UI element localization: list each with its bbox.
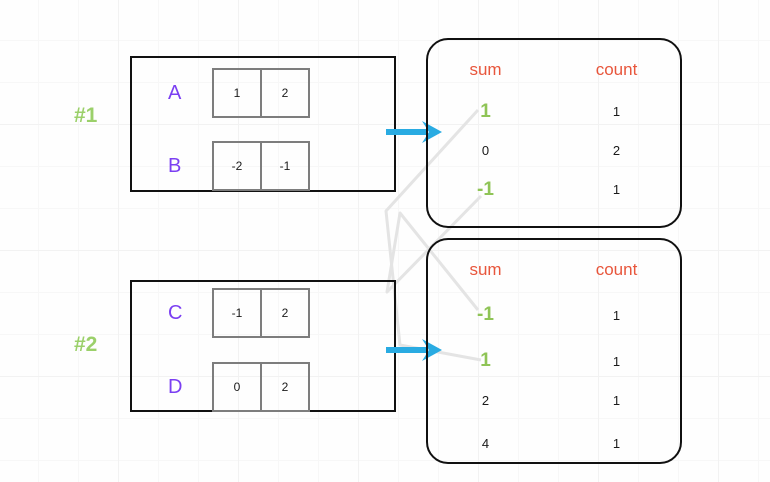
count-value-2-0: 1 (612, 307, 621, 323)
row-letter-a: A (168, 81, 182, 104)
count-value-2-1: 1 (612, 353, 621, 369)
table-row: 0 2 (428, 131, 680, 170)
result-table-2: sum count -1 1 1 1 2 1 (426, 238, 682, 464)
input-row-c: C -1 2 (168, 288, 310, 338)
cell-c-0: -1 (212, 288, 262, 338)
row-cells-b: -2 -1 (212, 141, 310, 191)
result-table-1-rows: 1 1 0 2 -1 1 (428, 89, 680, 212)
sum-text: 1 (480, 350, 491, 371)
sum-text: -1 (477, 304, 494, 325)
sum-value-1-2: -1 (422, 167, 549, 212)
result-table-1: sum count 1 1 0 2 -1 1 (426, 38, 682, 228)
cell-b-1: -1 (260, 141, 310, 191)
cell-d-1: 2 (260, 362, 310, 412)
input-row-d: D 0 2 (168, 362, 310, 412)
table-row: -1 1 (428, 290, 680, 340)
sum-value-2-2: 2 (481, 392, 490, 408)
input-row-b: B -2 -1 (168, 141, 310, 191)
cell-c-1: 2 (260, 288, 310, 338)
row-cells-a: 1 2 (212, 68, 310, 118)
row-letter-c: C (168, 301, 183, 324)
sum-value-2-0: -1 (422, 293, 549, 337)
cell-b-0: -2 (212, 141, 262, 191)
column-header-count-2: count (595, 260, 638, 279)
sum-value-1-0: 1 (422, 89, 549, 134)
group-label-2: #2 (74, 333, 98, 356)
count-value-1-0: 1 (612, 104, 621, 119)
row-cells-c: -1 2 (212, 288, 310, 338)
cell-d-0: 0 (212, 362, 262, 412)
sum-value-2-1: 1 (422, 339, 549, 383)
result-table-2-rows: -1 1 1 1 2 1 4 1 (428, 290, 680, 468)
row-cells-d: 0 2 (212, 362, 310, 412)
input-group-box-1 (130, 56, 396, 192)
row-letter-d: D (168, 375, 183, 398)
cell-a-0: 1 (212, 68, 262, 118)
group-label-1: #1 (74, 104, 98, 127)
column-header-sum-2: sum (469, 260, 502, 279)
sum-value-2-3: 4 (481, 435, 490, 451)
column-header-sum-1: sum (469, 60, 502, 79)
sum-text: -1 (477, 178, 494, 200)
table-row: 4 1 (428, 418, 680, 468)
row-letter-b: B (168, 154, 182, 177)
sum-value-1-1: 0 (481, 143, 490, 158)
count-value-1-1: 2 (612, 143, 621, 158)
table-row: 1 1 (428, 89, 680, 134)
input-row-a: A 1 2 (168, 68, 310, 118)
result-table-1-header: sum count (428, 60, 680, 80)
count-value-2-2: 1 (612, 392, 621, 408)
table-row: 2 1 (428, 382, 680, 418)
count-value-2-3: 1 (612, 435, 621, 451)
count-value-1-2: 1 (612, 182, 621, 197)
table-row: -1 1 (428, 167, 680, 212)
column-header-count-1: count (595, 60, 638, 79)
result-table-2-header: sum count (428, 260, 680, 280)
cell-a-1: 2 (260, 68, 310, 118)
sum-text: 1 (480, 100, 491, 122)
table-row: 1 1 (428, 339, 680, 383)
